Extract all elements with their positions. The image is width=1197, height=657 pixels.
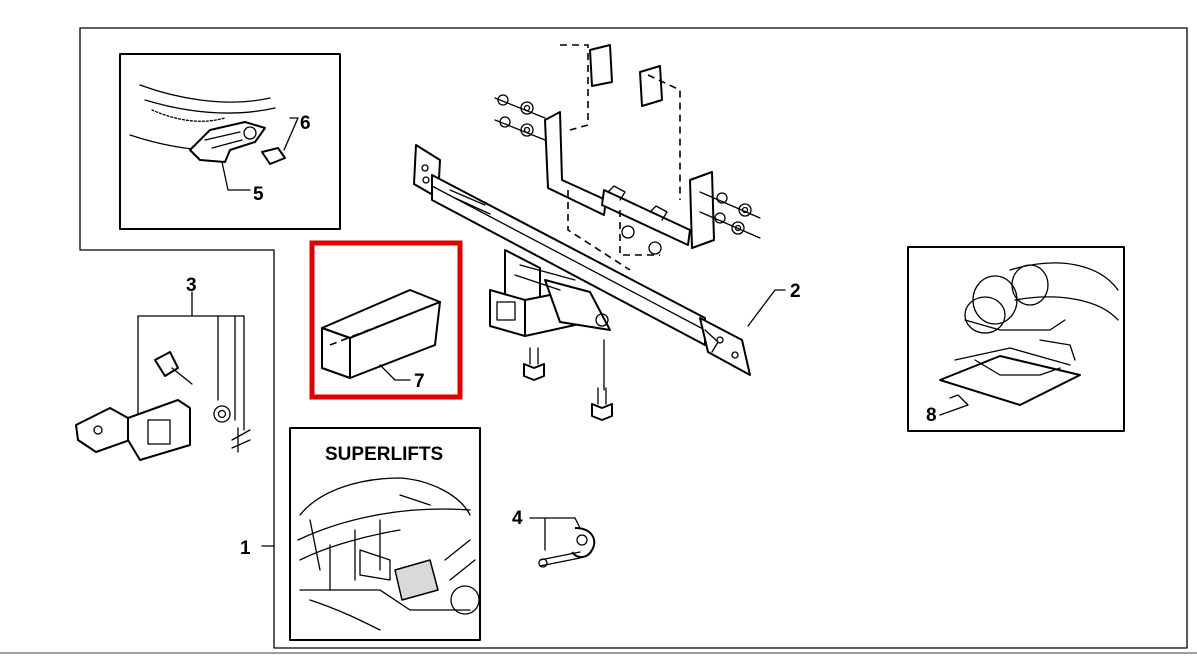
inset-vehicle-superlifts [289,427,481,641]
part-7-highlight-box [309,240,463,400]
hardware-right [621,191,761,255]
hardware-left [494,94,546,141]
label-part-1: 1 [240,538,251,559]
receiver-cover-part-7 [321,289,441,381]
ball-mount-part-3 [75,291,251,461]
inset-title: SUPERLIFTS [325,444,443,465]
label-part-3: 3 [186,275,197,296]
label-part-2: 2 [790,281,801,302]
label-part-6: 6 [300,113,311,134]
kit-outline-frame [79,27,1188,649]
label-part-5: 5 [253,184,264,205]
inset-bumper-bracket [119,53,341,230]
shackle-part-4 [529,517,596,568]
inset-skid-plate [907,246,1125,432]
label-part-8: 8 [926,405,937,426]
hitch-receiver-assembly [413,44,786,421]
label-part-7: 7 [414,371,425,392]
label-part-4: 4 [512,508,523,529]
